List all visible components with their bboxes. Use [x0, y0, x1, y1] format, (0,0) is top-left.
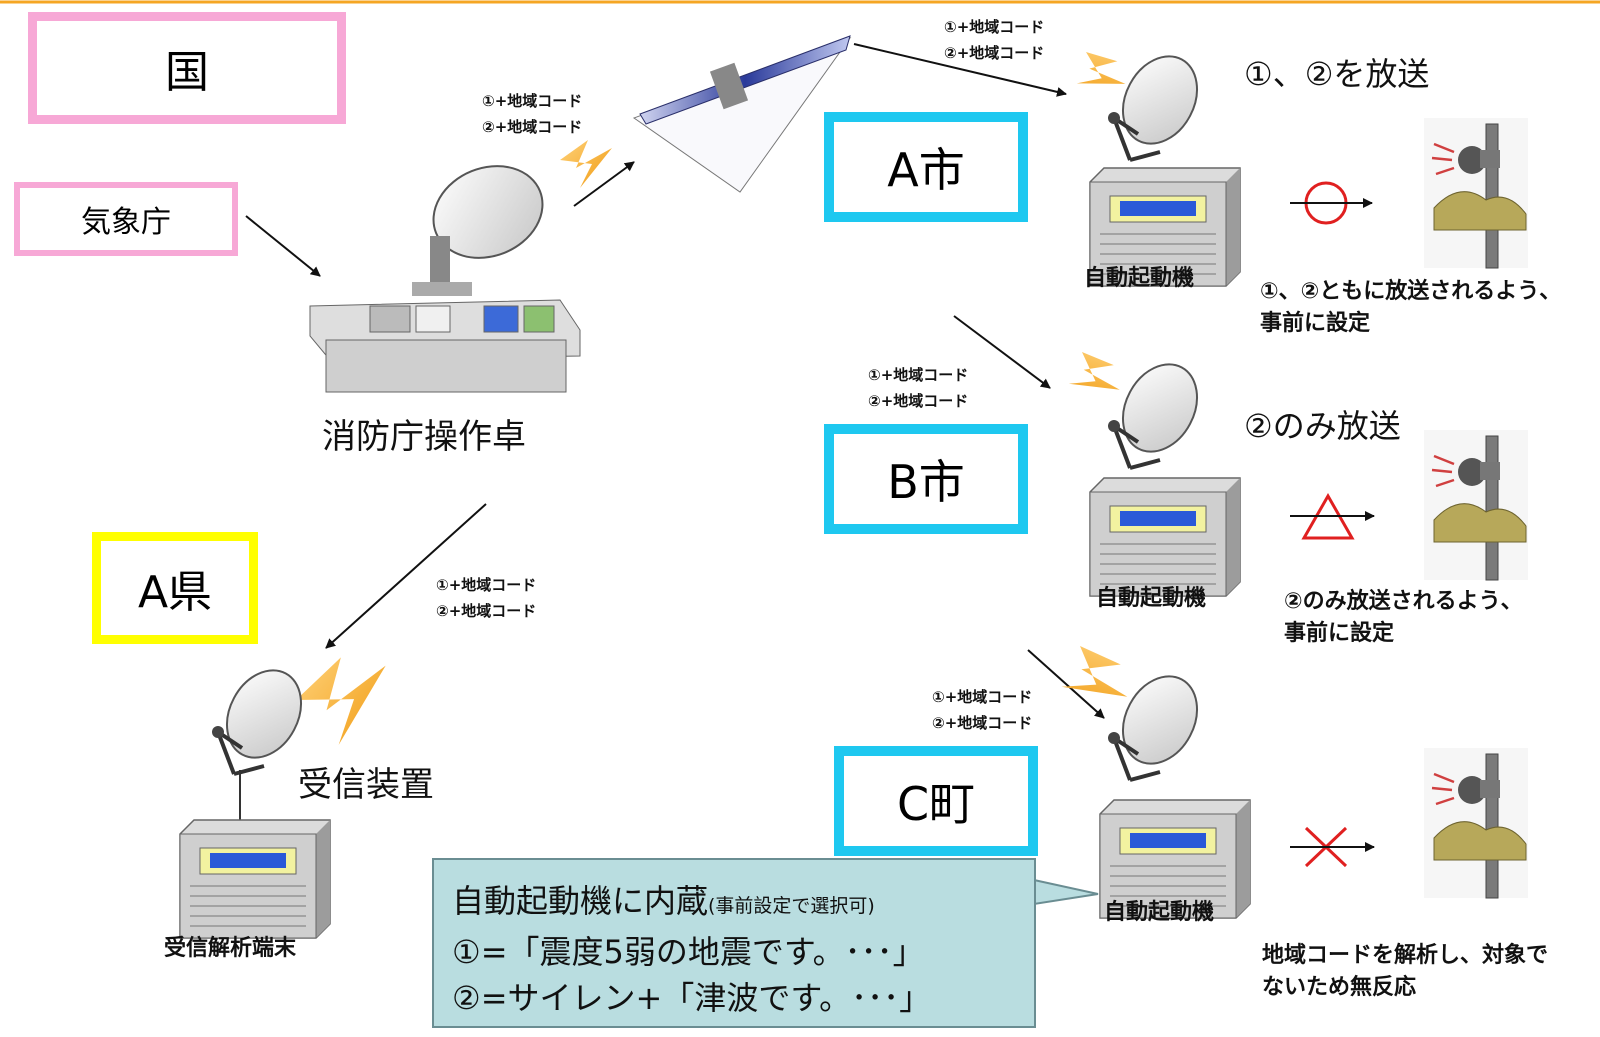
auto-starter-label-b: 自動起動機 — [1096, 586, 1207, 611]
city-b-box: B市 — [824, 424, 1028, 534]
callout-line1-main: 自動起動機に内蔵 — [452, 882, 709, 920]
auto-starter-icon — [1089, 477, 1241, 597]
receiver-label: 受信装置 — [298, 765, 434, 805]
jma-box: 気象庁 — [14, 182, 238, 256]
fdma-console-label: 消防庁操作卓 — [322, 417, 526, 457]
b-city-heading: ②のみ放送 — [1244, 407, 1401, 445]
a-city-desc-line2: 事前に設定 — [1260, 311, 1371, 336]
country-label: 国 — [165, 47, 209, 98]
lightning-icon — [290, 651, 396, 750]
code-label-line1: ①+地域コード — [482, 92, 583, 110]
circle-symbol-icon — [1290, 181, 1373, 225]
callout-pointer — [1033, 878, 1099, 906]
callout-line1: 自動起動機に内蔵(事前設定で選択可) — [452, 878, 1034, 929]
arrow-to-c-town — [1027, 649, 1105, 719]
code-label-line2: ②+地域コード — [944, 44, 1045, 62]
city-b-label: B市 — [887, 455, 965, 509]
city-a-label: A市 — [887, 143, 965, 197]
cross-symbol-icon — [1290, 826, 1375, 868]
dish-icon — [1106, 349, 1214, 470]
speaker-icon — [1422, 428, 1530, 582]
code-label-line2: ②+地域コード — [482, 118, 583, 136]
code-label-line1: ①+地域コード — [436, 576, 537, 594]
satellite-icon — [632, 35, 852, 193]
callout-line3: ②=サイレン+「津波です。･･･」 — [452, 979, 932, 1017]
code-label-c-town: ①+地域コード ②+地域コード — [932, 684, 1032, 736]
auto-starter-label-c: 自動起動機 — [1104, 900, 1215, 925]
prefecture-label: A県 — [137, 567, 213, 618]
code-label-line1: ①+地域コード — [932, 688, 1033, 706]
code-label-console: ①+地域コード ②+地域コード — [482, 88, 582, 140]
built-in-messages-callout: 自動起動機に内蔵(事前設定で選択可) ①=「震度5弱の地震です。･･･」 ②=サ… — [432, 858, 1036, 1028]
c-town-desc-line2: ないため無反応 — [1262, 975, 1417, 1000]
analysis-terminal-icon — [179, 819, 331, 939]
arrow-jma-to-console — [245, 215, 321, 277]
dish-icon — [210, 655, 318, 776]
analysis-terminal-label: 受信解析端末 — [164, 936, 297, 961]
prefecture-box: A県 — [92, 532, 258, 644]
console-dish-icon — [412, 165, 544, 296]
code-label-line1: ①+地域コード — [944, 18, 1045, 36]
a-city-heading: ①、②を放送 — [1244, 55, 1430, 93]
c-town-description: 地域コードを解析し、対象で ないため無反応 — [1262, 940, 1548, 1004]
arrow-to-b-city — [953, 315, 1051, 389]
triangle-symbol-icon — [1290, 492, 1375, 540]
dish-icon — [1106, 41, 1214, 162]
lightning-icon — [1065, 40, 1132, 108]
arrow-console-to-satellite — [573, 161, 635, 207]
speaker-icon — [1422, 116, 1530, 270]
country-box: 国 — [28, 12, 346, 124]
code-label-prefecture: ①+地域コード ②+地域コード — [436, 572, 536, 624]
dish-icon — [1106, 661, 1214, 782]
jma-label: 気象庁 — [81, 205, 171, 240]
lightning-icon — [1048, 633, 1137, 723]
code-label-line1: ①+地域コード — [868, 366, 969, 384]
callout-line2: ①=「震度5弱の地震です。･･･」 — [452, 933, 925, 971]
code-label-line2: ②+地域コード — [436, 602, 537, 620]
callout-line1-note: (事前設定で選択可) — [708, 895, 875, 917]
code-label-a-city: ①+地域コード ②+地域コード — [944, 14, 1044, 66]
code-label-b-city: ①+地域コード ②+地域コード — [868, 362, 968, 414]
a-city-desc-line1: ①、②ともに放送されるよう、 — [1260, 279, 1562, 304]
code-label-line2: ②+地域コード — [932, 714, 1033, 732]
city-a-box: A市 — [824, 112, 1028, 222]
b-city-description: ②のみ放送されるよう、 事前に設定 — [1284, 586, 1523, 650]
town-c-box: C町 — [834, 746, 1038, 856]
lightning-icon — [560, 140, 612, 188]
c-town-desc-line1: 地域コードを解析し、対象で — [1262, 943, 1549, 968]
b-city-desc-line2: 事前に設定 — [1284, 621, 1395, 646]
code-label-line2: ②+地域コード — [868, 392, 969, 410]
a-city-description: ①、②ともに放送されるよう、 事前に設定 — [1260, 276, 1561, 340]
lightning-icon — [1058, 341, 1127, 411]
arrow-console-to-prefecture — [325, 503, 487, 649]
b-city-desc-line1: ②のみ放送されるよう、 — [1284, 589, 1523, 614]
arrow-satellite-to-a-city — [853, 43, 1067, 97]
auto-starter-label-a: 自動起動機 — [1084, 266, 1195, 291]
town-c-label: C町 — [896, 777, 976, 831]
speaker-icon — [1422, 746, 1530, 900]
console-desk-icon — [309, 299, 581, 393]
